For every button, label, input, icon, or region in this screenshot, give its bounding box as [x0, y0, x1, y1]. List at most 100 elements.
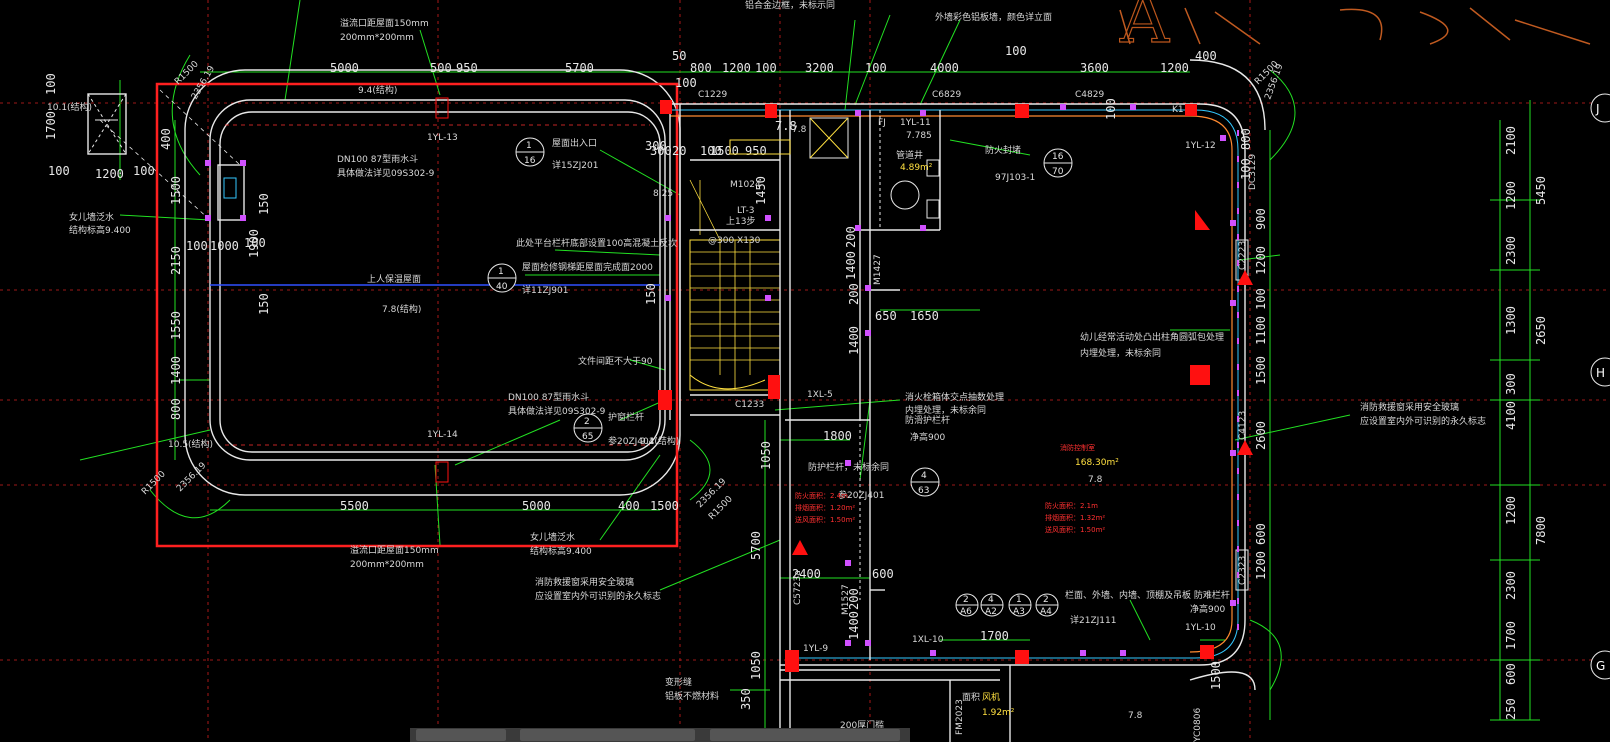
svg-text:800: 800 — [1239, 128, 1253, 150]
svg-text:屋面出入口: 屋面出入口 — [552, 137, 597, 149]
svg-text:200: 200 — [844, 226, 858, 248]
svg-text:1YL-9: 1YL-9 — [803, 644, 828, 654]
svg-text:送风面积：1.50m²: 送风面积：1.50m² — [1045, 525, 1105, 534]
svg-text:参20ZJ401: 参20ZJ401 — [608, 435, 654, 447]
svg-text:200: 200 — [847, 283, 861, 305]
svg-text:350: 350 — [739, 688, 753, 710]
svg-text:950: 950 — [745, 144, 767, 158]
svg-text:具体做法详见09S302-9: 具体做法详见09S302-9 — [337, 167, 435, 179]
svg-text:100: 100 — [186, 239, 208, 253]
svg-text:250: 250 — [1504, 698, 1518, 720]
detail-bubble: 1 40 — [487, 263, 517, 293]
svg-text:1050: 1050 — [749, 651, 763, 680]
taskbar-button[interactable] — [710, 729, 900, 741]
svg-text:300: 300 — [1504, 373, 1518, 395]
svg-text:参20ZJ401: 参20ZJ401 — [838, 489, 884, 501]
svg-text:管道井: 管道井 — [896, 149, 923, 161]
svg-text:800: 800 — [690, 61, 712, 75]
svg-text:5700: 5700 — [565, 61, 594, 75]
svg-text:变形缝: 变形缝 — [665, 676, 692, 688]
svg-text:1650: 1650 — [910, 309, 939, 323]
svg-text:A6: A6 — [960, 607, 972, 617]
svg-text:2: 2 — [963, 595, 969, 605]
svg-text:护窗栏杆: 护窗栏杆 — [608, 411, 644, 423]
svg-text:4: 4 — [921, 471, 927, 481]
taskbar[interactable] — [410, 728, 910, 742]
svg-text:3600: 3600 — [1080, 61, 1109, 75]
svg-text:净高900: 净高900 — [910, 431, 945, 443]
taskbar-button[interactable] — [416, 729, 506, 741]
svg-text:C6829: C6829 — [932, 90, 961, 100]
roof-terrace-outline — [87, 69, 681, 496]
svg-text:应设置室内外可识别的永久标志: 应设置室内外可识别的永久标志 — [535, 590, 661, 602]
svg-text:C1229: C1229 — [698, 90, 727, 100]
detail-bubble: 4 63 — [910, 467, 940, 497]
svg-text:1YL-11: 1YL-11 — [900, 118, 931, 128]
svg-text:FJ: FJ — [878, 118, 886, 128]
svg-text:1: 1 — [498, 267, 504, 277]
right-axis-bubbles: H G J — [1590, 93, 1610, 680]
svg-text:8.25: 8.25 — [653, 189, 673, 199]
svg-text:7.8: 7.8 — [792, 125, 807, 135]
svg-text:400: 400 — [618, 499, 640, 513]
svg-text:950: 950 — [456, 61, 478, 75]
svg-text:600: 600 — [872, 567, 894, 581]
detail-bubble: 1 A3 — [1008, 593, 1032, 617]
svg-text:消防救援窗采用安全玻璃: 消防救援窗采用安全玻璃 — [1360, 401, 1459, 413]
svg-text:1500: 1500 — [710, 144, 739, 158]
svg-text:详21ZJ111: 详21ZJ111 — [1070, 614, 1116, 626]
svg-text:结构标高9.400: 结构标高9.400 — [530, 545, 592, 557]
column-markers — [205, 104, 1236, 656]
svg-text:C2223: C2223 — [1238, 241, 1248, 270]
svg-text:1400: 1400 — [847, 326, 861, 355]
svg-text:100: 100 — [1254, 288, 1268, 310]
svg-text:结构标高9.400: 结构标高9.400 — [69, 224, 131, 236]
red-structure-blocks — [435, 97, 1253, 672]
svg-text:63: 63 — [918, 486, 929, 496]
svg-text:排烟面积：1.32m²: 排烟面积：1.32m² — [1045, 513, 1105, 522]
taskbar-button[interactable] — [520, 729, 695, 741]
svg-text:H: H — [1596, 366, 1605, 380]
svg-text:16: 16 — [524, 156, 536, 166]
svg-text:送风面积：1.50m²: 送风面积：1.50m² — [795, 515, 855, 524]
svg-text:200mm*200mm: 200mm*200mm — [340, 33, 414, 43]
svg-text:1000: 1000 — [210, 239, 239, 253]
svg-text:消防救援窗采用安全玻璃: 消防救援窗采用安全玻璃 — [535, 576, 634, 588]
svg-text:168.30m²: 168.30m² — [1075, 458, 1119, 468]
svg-text:1300: 1300 — [1504, 306, 1518, 335]
svg-text:97J103-1: 97J103-1 — [995, 173, 1035, 183]
svg-text:2356.19: 2356.19 — [175, 461, 209, 495]
detail-bubble: 2 A6 — [955, 593, 979, 617]
svg-text:20: 20 — [672, 144, 686, 158]
svg-text:100: 100 — [675, 76, 697, 90]
svg-text:女儿墙泛水: 女儿墙泛水 — [69, 211, 114, 223]
svg-text:防护栏杆，未标余同: 防护栏杆，未标余同 — [808, 461, 889, 473]
svg-text:A2: A2 — [985, 607, 997, 617]
svg-text:C4123: C4123 — [1238, 411, 1248, 440]
svg-text:1500: 1500 — [1254, 356, 1268, 385]
detail-bubble: 2 65 — [573, 413, 603, 443]
svg-text:100: 100 — [1239, 158, 1253, 180]
small-dimensions: 100 1000 100 1900 150 150 300 20 100 150… — [186, 98, 1268, 710]
svg-text:10.5(结构): 10.5(结构) — [168, 438, 213, 450]
svg-text:1400: 1400 — [847, 611, 861, 640]
svg-text:7.8: 7.8 — [1088, 475, 1103, 485]
svg-text:A4: A4 — [1040, 607, 1052, 617]
svg-text:1450: 1450 — [754, 176, 768, 205]
svg-text:5500: 5500 — [340, 499, 369, 513]
svg-text:5000: 5000 — [522, 499, 551, 513]
svg-text:1700: 1700 — [1504, 621, 1518, 650]
svg-text:上13步: 上13步 — [726, 216, 755, 227]
svg-text:900: 900 — [1254, 208, 1268, 230]
svg-text:溢流口距屋面150mm: 溢流口距屋面150mm — [340, 17, 429, 29]
svg-text:16: 16 — [1052, 152, 1064, 162]
svg-text:1YL-12: 1YL-12 — [1185, 141, 1216, 151]
watermark: A — [1119, 0, 1170, 59]
svg-text:1200: 1200 — [1504, 181, 1518, 210]
svg-text:50: 50 — [672, 49, 686, 63]
selection-box[interactable] — [155, 82, 679, 548]
svg-text:1: 1 — [526, 141, 532, 151]
svg-text:@300 X130: @300 X130 — [708, 236, 761, 246]
svg-text:4: 4 — [988, 595, 994, 605]
